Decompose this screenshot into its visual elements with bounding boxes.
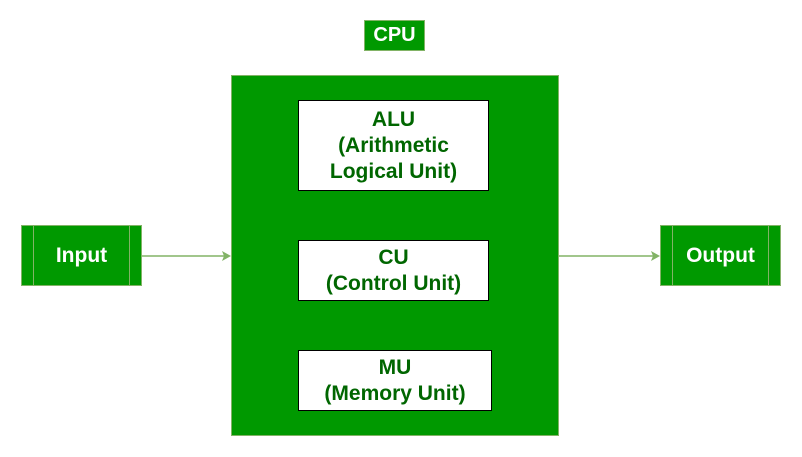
- mu-fullname: (Memory Unit): [324, 381, 466, 405]
- output-right-bar: [768, 226, 769, 285]
- cu-fullname: (Control Unit): [325, 271, 462, 295]
- cu-box: CU (Control Unit): [298, 240, 489, 301]
- input-right-bar: [129, 226, 130, 285]
- cu-abbrev: CU: [378, 245, 409, 269]
- input-to-cpu-arrow: [142, 251, 231, 261]
- alu-fullname-line2: Logical Unit): [329, 159, 458, 183]
- mu-box: MU (Memory Unit): [298, 350, 492, 411]
- alu-abbrev: ALU: [371, 107, 416, 131]
- alu-fullname-line1: (Arithmetic: [338, 133, 449, 157]
- output-label: Output: [686, 243, 755, 267]
- mu-abbrev: MU: [378, 355, 412, 379]
- input-left-bar: [33, 226, 34, 285]
- cpu-to-output-arrow: [559, 251, 660, 261]
- output-left-bar: [672, 226, 673, 285]
- alu-box: ALU (Arithmetic Logical Unit): [298, 100, 489, 191]
- input-box: Input: [21, 225, 142, 286]
- output-box: Output: [660, 225, 781, 286]
- cpu-label: CPU: [364, 20, 425, 51]
- input-label: Input: [55, 243, 108, 267]
